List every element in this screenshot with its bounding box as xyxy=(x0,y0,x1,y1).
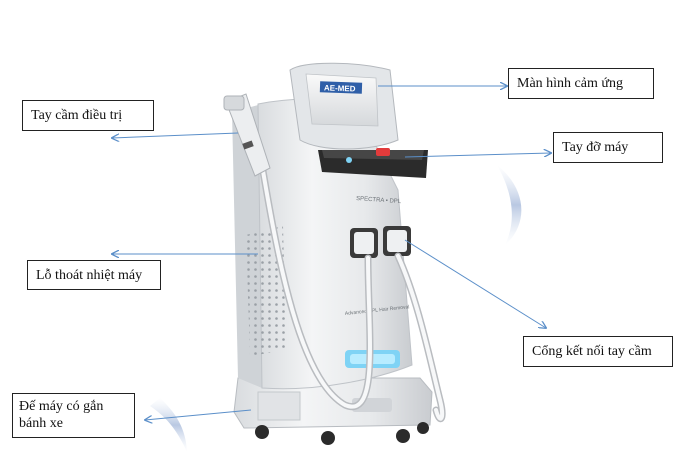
wheel-icon xyxy=(396,429,410,443)
label-treatment-handpiece: Tay cầm điều trị xyxy=(22,100,154,131)
decorative-swoosh-left xyxy=(150,398,187,452)
label-base-wheels: Đế máy có gắn bánh xe xyxy=(12,393,135,438)
treatment-handpiece xyxy=(223,93,271,177)
label-touch-screen: Màn hình cảm ứng xyxy=(508,68,654,99)
heat-vent-grille xyxy=(246,226,286,356)
touch-screen: AE-MED xyxy=(289,62,399,150)
label-heat-vent: Lỗ thoát nhiệt máy xyxy=(27,260,161,290)
machine-base xyxy=(233,377,433,445)
arrow-port xyxy=(404,239,546,328)
handpiece-ports xyxy=(350,226,411,258)
arrow-handpiece xyxy=(112,132,239,138)
red-button xyxy=(376,148,390,156)
brand-logo: AE-MED xyxy=(324,83,356,93)
label-support-arm: Tay đỡ máy xyxy=(553,132,663,163)
machine-support-arm xyxy=(318,148,428,178)
callout-arrows xyxy=(112,86,551,420)
model-label: SPECTRA • DPL xyxy=(356,196,402,205)
wheel-icon xyxy=(417,422,429,434)
wheel-icon xyxy=(255,425,269,439)
decorative-swoosh-right xyxy=(497,165,522,245)
label-handpiece-port: Cổng kết nối tay cầm xyxy=(523,336,673,367)
handpiece-cables xyxy=(258,161,446,423)
arrow-support xyxy=(404,153,551,158)
arrow-base xyxy=(145,409,252,420)
wheel-icon xyxy=(321,431,335,445)
